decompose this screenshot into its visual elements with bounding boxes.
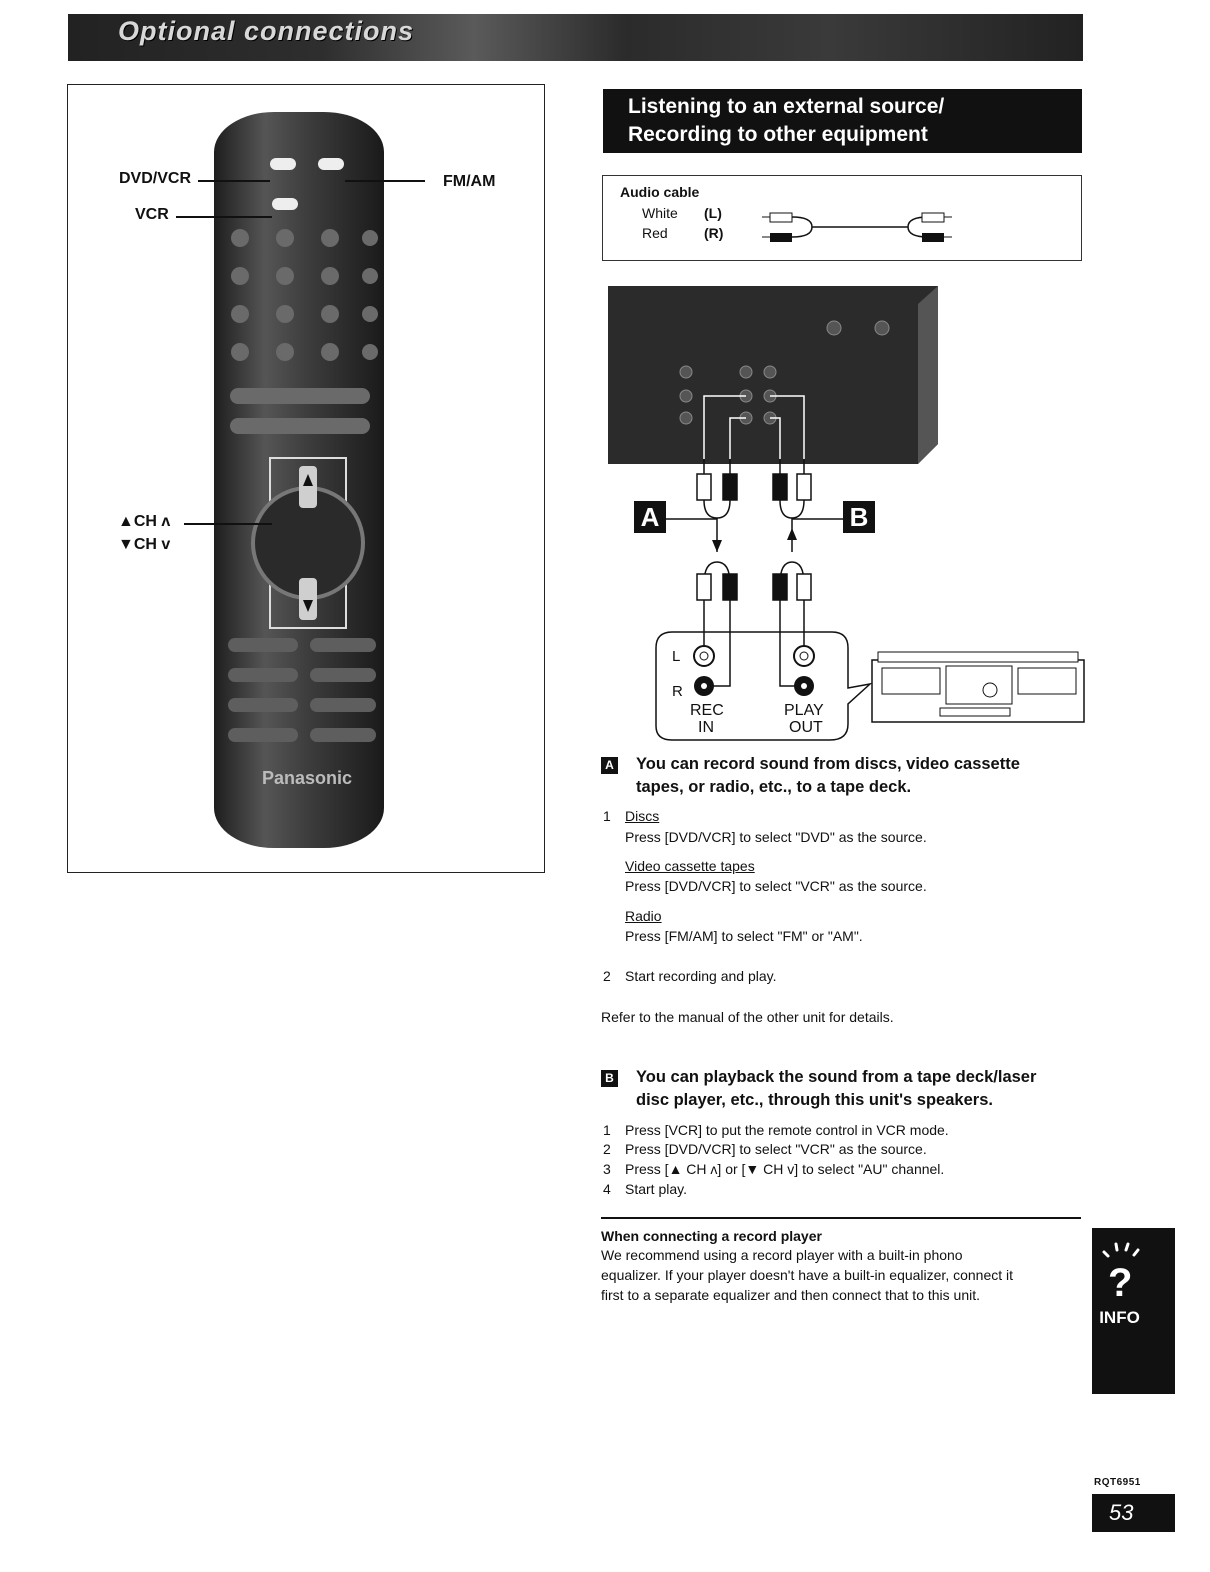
divider — [601, 1217, 1081, 1219]
callout-line — [345, 180, 425, 182]
audio-cable-icon — [762, 212, 952, 242]
step-number: 1 — [603, 1122, 611, 1138]
tape-deck-icon — [871, 651, 1085, 723]
rec-label: REC — [690, 702, 724, 719]
section-title: Listening to an external source/ Recordi… — [603, 89, 1082, 153]
step-text: Press [VCR] to put the remote control in… — [625, 1122, 949, 1138]
ch-down-callout-label: ▼CH v — [118, 536, 171, 553]
marker-b-diagram: B — [843, 501, 875, 533]
remote-illustration-panel — [67, 84, 545, 873]
cable-channel-r: (R) — [704, 225, 724, 241]
step-text: Press [▲ CH ʌ] or [▼ CH v] to select "AU… — [625, 1161, 945, 1177]
step-text: Press [DVD/VCR] to select "VCR" as the s… — [625, 1141, 927, 1157]
record-player-line: We recommend using a record player with … — [601, 1247, 963, 1263]
page-number: 53 — [1092, 1494, 1175, 1532]
brand-logo: Panasonic — [262, 768, 352, 788]
section-title-line2: Recording to other equipment — [628, 123, 928, 146]
connection-diagram — [608, 286, 1085, 741]
question-mark-icon: ? — [1102, 1242, 1140, 1300]
step-2-text: Start recording and play. — [625, 968, 777, 984]
header-banner — [68, 14, 1083, 61]
fmam-callout-label: FM/AM — [443, 173, 496, 190]
section-b-heading: You can playback the sound from a tape d… — [636, 1066, 1036, 1112]
model-number: RQT6951 — [1094, 1477, 1141, 1488]
section-b-heading-line2: disc player, etc., through this unit's s… — [636, 1091, 993, 1109]
section-title-line1: Listening to an external source/ — [628, 95, 945, 118]
ch-up-callout-label: ▲CH ʌ — [118, 513, 171, 530]
section-b-heading-line1: You can playback the sound from a tape d… — [636, 1068, 1037, 1086]
audio-cable-title: Audio cable — [620, 184, 700, 200]
vcr-button-shape — [272, 198, 298, 210]
dvdvcr-callout-label: DVD/VCR — [119, 170, 192, 187]
section-b-marker: B — [601, 1070, 618, 1087]
dvdvcr-button-shape — [270, 158, 296, 170]
play-label: PLAY — [784, 702, 824, 719]
section-a-heading-line2: tapes, or radio, etc., to a tape deck. — [636, 778, 912, 796]
callout-line — [198, 180, 270, 182]
jack-r-label: R — [672, 683, 683, 700]
callout-line — [184, 523, 272, 525]
video-cassette-instruction: Press [DVD/VCR] to select "VCR" as the s… — [625, 878, 927, 894]
section-a-heading: You can record sound from discs, video c… — [636, 753, 1020, 799]
radio-instruction: Press [FM/AM] to select "FM" or "AM". — [625, 928, 863, 944]
page-title: Optional connections — [118, 16, 415, 46]
record-player-line: equalizer. If your player doesn't have a… — [601, 1267, 1014, 1283]
record-player-line: first to a separate equalizer and then c… — [601, 1287, 981, 1303]
step-text: Start play. — [625, 1181, 687, 1197]
reference-note: Refer to the manual of the other unit fo… — [601, 1009, 894, 1025]
discs-label: Discs — [625, 808, 660, 824]
record-player-title: When connecting a record player — [601, 1228, 822, 1244]
vcr-callout-label: VCR — [135, 206, 169, 223]
step-number: 3 — [603, 1161, 611, 1177]
marker-a-diagram: A — [634, 501, 666, 533]
jack-l-label: L — [672, 648, 681, 665]
info-label: INFO — [1099, 1308, 1140, 1327]
section-a-marker: A — [601, 757, 618, 774]
audio-cable-legend — [602, 175, 1082, 261]
video-cassette-label: Video cassette tapes — [625, 858, 755, 874]
step-number: 2 — [603, 1141, 611, 1157]
step-number: 1 — [603, 808, 611, 824]
cable-color-white: White — [642, 205, 678, 221]
fmam-button-shape — [318, 158, 344, 170]
out-label: OUT — [789, 719, 823, 736]
section-a-heading-line1: You can record sound from discs, video c… — [636, 755, 1020, 773]
radio-label: Radio — [625, 908, 662, 924]
svg-text:?: ? — [1108, 1261, 1132, 1300]
cable-channel-l: (L) — [704, 205, 722, 221]
discs-instruction: Press [DVD/VCR] to select "DVD" as the s… — [625, 829, 927, 845]
callout-line — [176, 216, 272, 218]
in-label: IN — [698, 719, 714, 736]
remote-control-illustration: Panasonic — [214, 112, 384, 848]
step-number: 2 — [603, 968, 611, 984]
cable-color-red: Red — [642, 225, 668, 241]
step-number: 4 — [603, 1181, 611, 1197]
